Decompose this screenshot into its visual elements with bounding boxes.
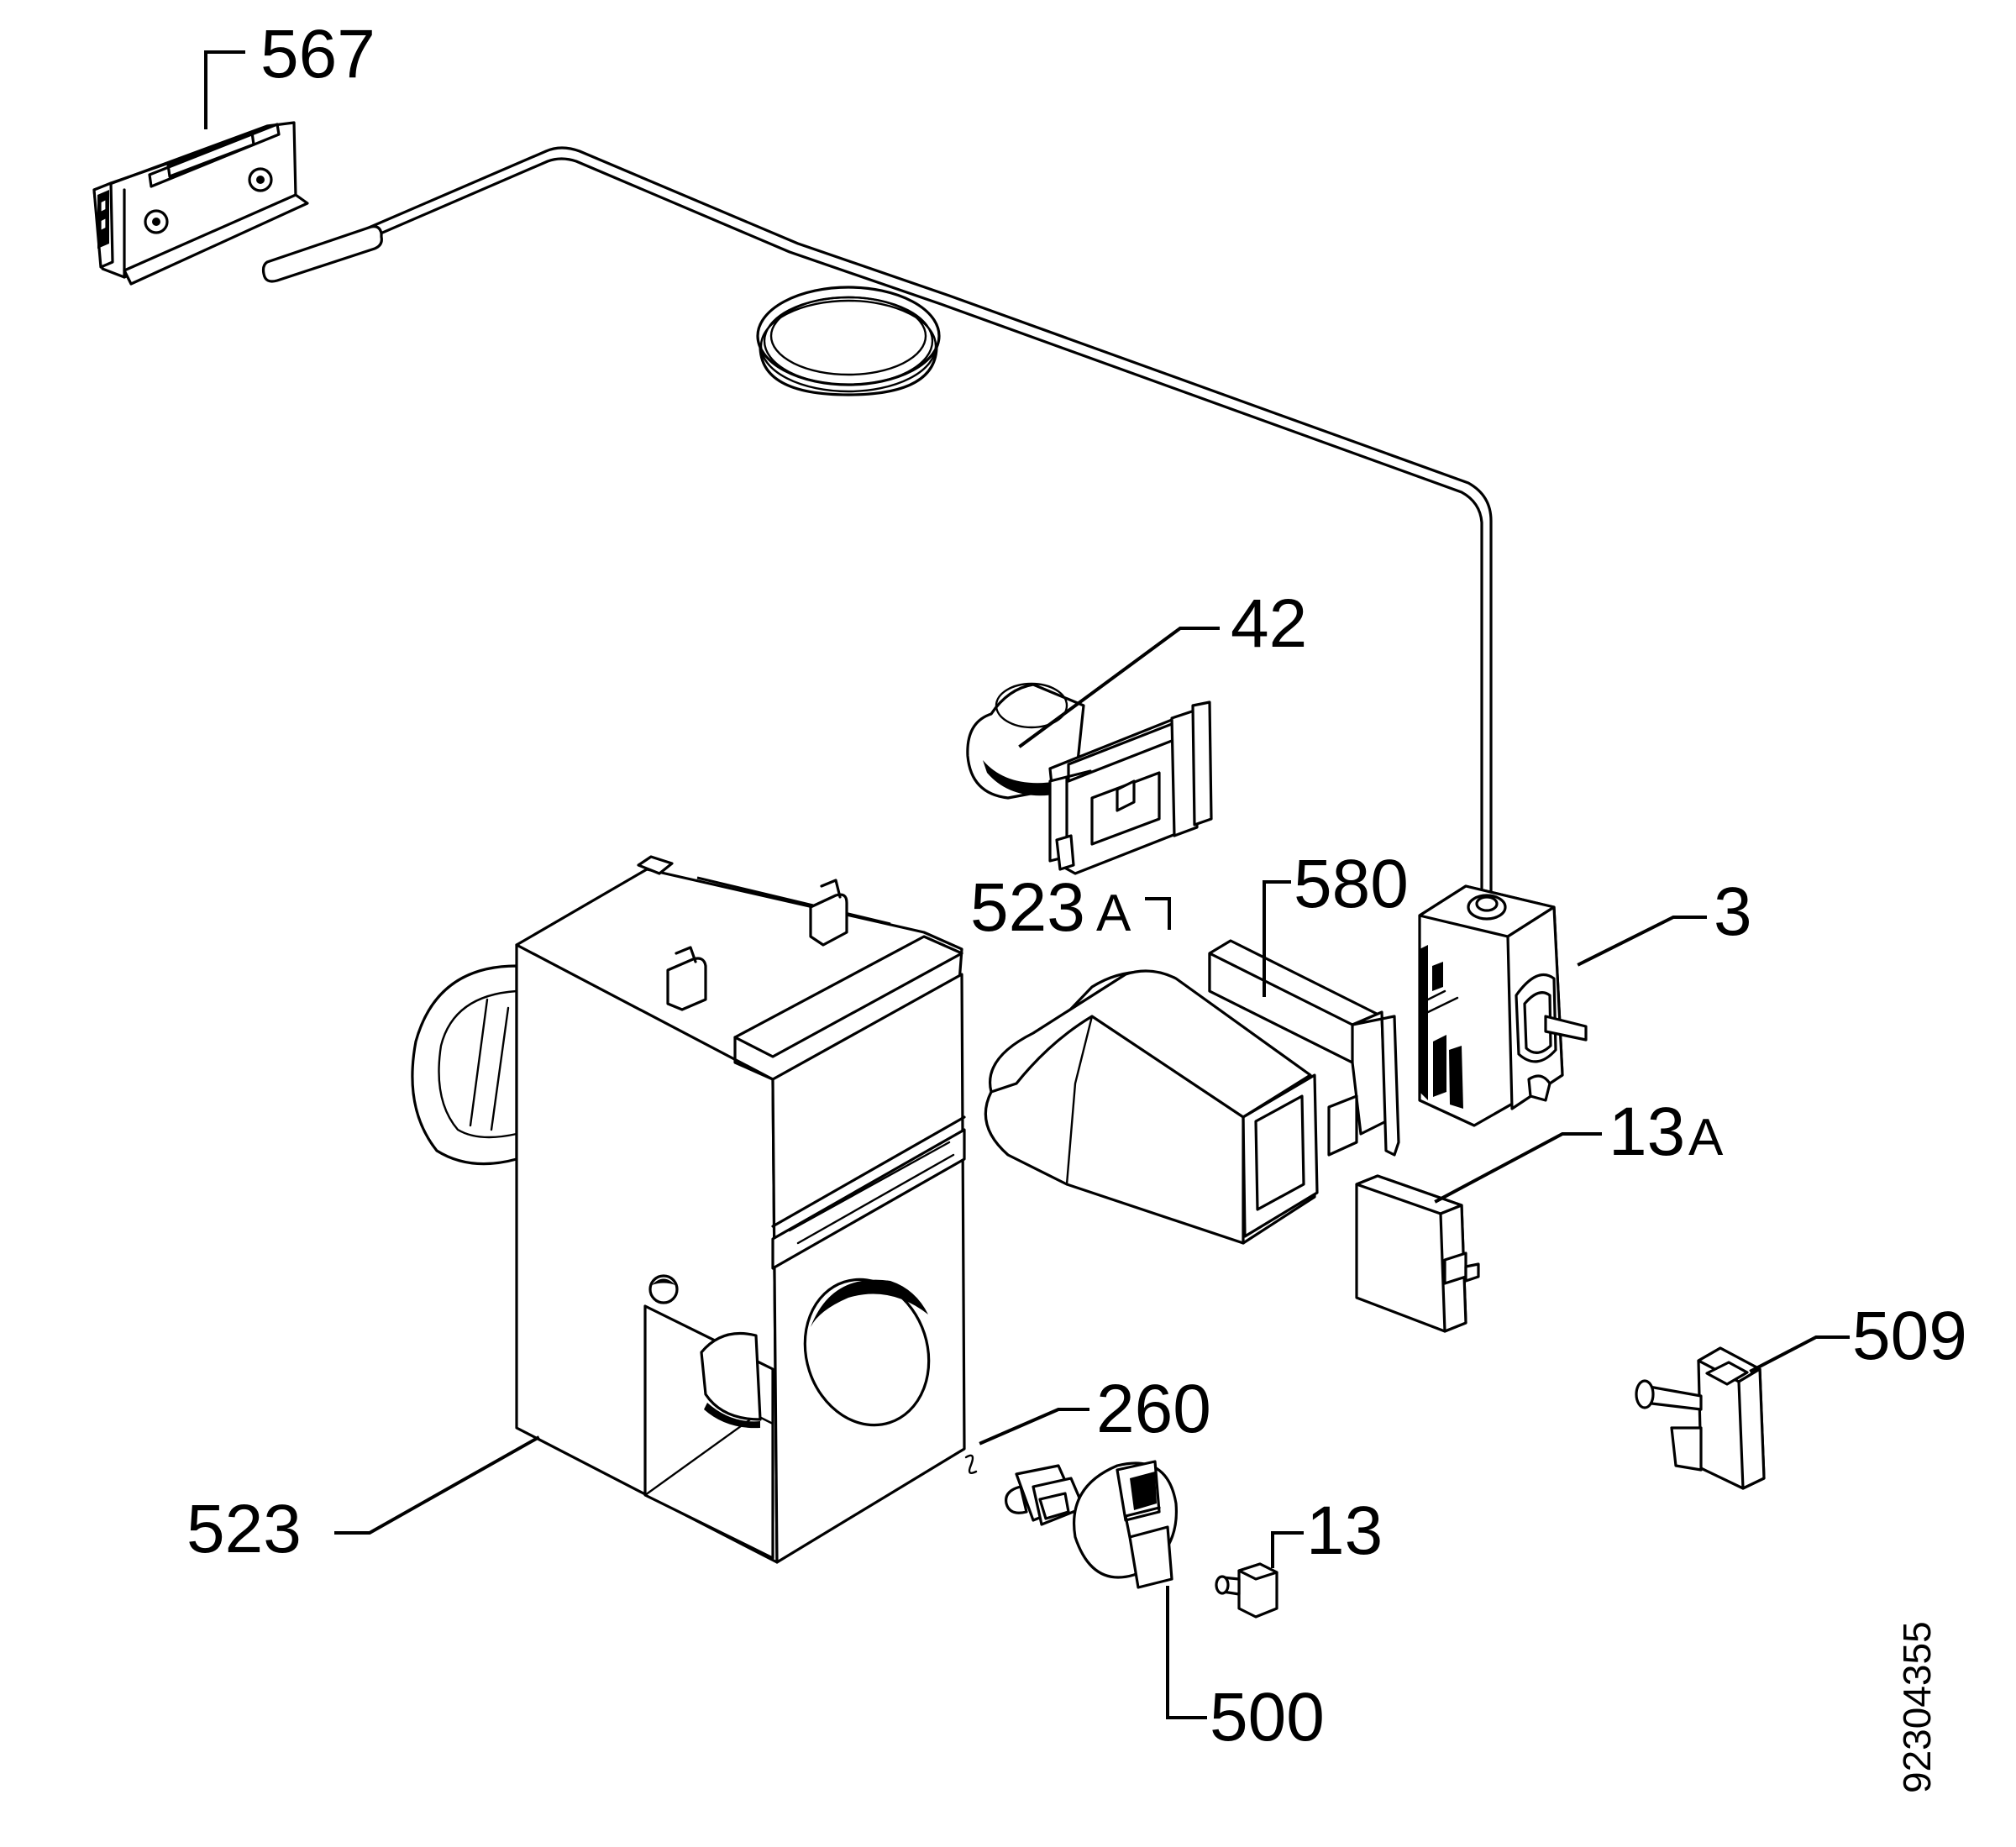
part-567-sensor-clip [92, 121, 309, 286]
label-42: 42 [1231, 585, 1307, 662]
part-3-thermostat [1418, 884, 1588, 1127]
label-260: 260 [1096, 1371, 1211, 1447]
leader-lines [204, 50, 1850, 1719]
document-number: 92304355 [1895, 1621, 1939, 1793]
label-523A-suffix: A [1096, 884, 1131, 942]
part-509-hinge [1635, 1346, 1766, 1490]
label-13A-number: 13 [1609, 1094, 1685, 1170]
part-500-knob [1005, 1460, 1179, 1589]
label-580: 580 [1294, 846, 1409, 922]
label-523A-number: 523 [970, 869, 1085, 946]
label-13: 13 [1306, 1493, 1383, 1569]
part-13-pin [1215, 1562, 1278, 1619]
label-3: 3 [1714, 874, 1752, 950]
part-580-gasket [1208, 939, 1400, 1157]
label-509: 509 [1852, 1298, 1967, 1374]
part-523A-air-duct [984, 969, 1319, 1245]
capillary-tube [261, 146, 1493, 896]
label-523: 523 [186, 1491, 302, 1567]
part-523-housing [411, 855, 966, 1564]
part-260-spring [964, 1454, 978, 1474]
part-42-lamp-holder [966, 682, 1213, 875]
label-567: 567 [260, 16, 375, 92]
label-500: 500 [1210, 1679, 1325, 1755]
label-13A-suffix: A [1688, 1109, 1724, 1167]
part-13A-switch-block [1355, 1174, 1480, 1333]
callout-labels: 567 42 523 A 580 3 13 A 509 260 523 13 5… [186, 16, 1967, 1755]
